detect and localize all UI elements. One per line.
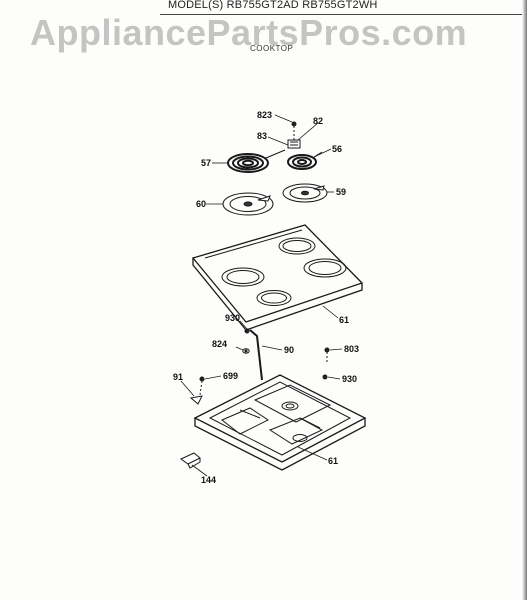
callout-61-cooktop: 61 [339,315,349,325]
support-91 [189,395,203,405]
scan-edge-shadow [522,0,527,600]
cooktop-61 [191,224,364,331]
drip-pan-59 [282,183,328,203]
screw-930-a [244,328,250,334]
callout-699: 699 [223,371,238,381]
hinge-90 [249,329,263,381]
callout-59: 59 [336,187,346,197]
burner-box-61 [193,374,367,471]
callout-91: 91 [173,372,183,382]
watermark-logo: AppliancePartsPros.com [30,12,468,53]
drip-pan-60 [222,192,274,216]
screw-823 [291,121,297,127]
section-title: COOKTOP [250,44,294,53]
surface-element-57 [227,149,286,173]
callout-930-hinge: 930 [225,313,240,323]
callout-61-box: 61 [328,456,338,466]
callout-labels: 823 82 83 56 57 59 60 61 930 824 90 803 … [173,110,359,485]
nut-824 [242,348,250,354]
terminal-block-82 [287,126,301,149]
screw-699 [199,376,205,396]
callout-57: 57 [201,158,211,168]
callout-824: 824 [212,339,227,349]
model-header: MODEL(S) RB755GT2AD RB755GT2WH [168,0,378,11]
leader-lines [180,114,343,477]
callout-144: 144 [201,475,216,485]
screw-803 [324,347,330,364]
clip-144 [180,452,201,469]
callout-930-box: 930 [342,374,357,384]
callout-83: 83 [257,131,267,141]
callout-60: 60 [196,199,206,209]
header-rule [160,14,527,15]
screw-930-b [322,374,328,380]
callout-90: 90 [284,345,294,355]
callout-56: 56 [332,144,342,154]
callout-823: 823 [257,110,272,120]
callout-803: 803 [344,344,359,354]
surface-element-56 [287,151,323,170]
callout-82: 82 [313,116,323,126]
